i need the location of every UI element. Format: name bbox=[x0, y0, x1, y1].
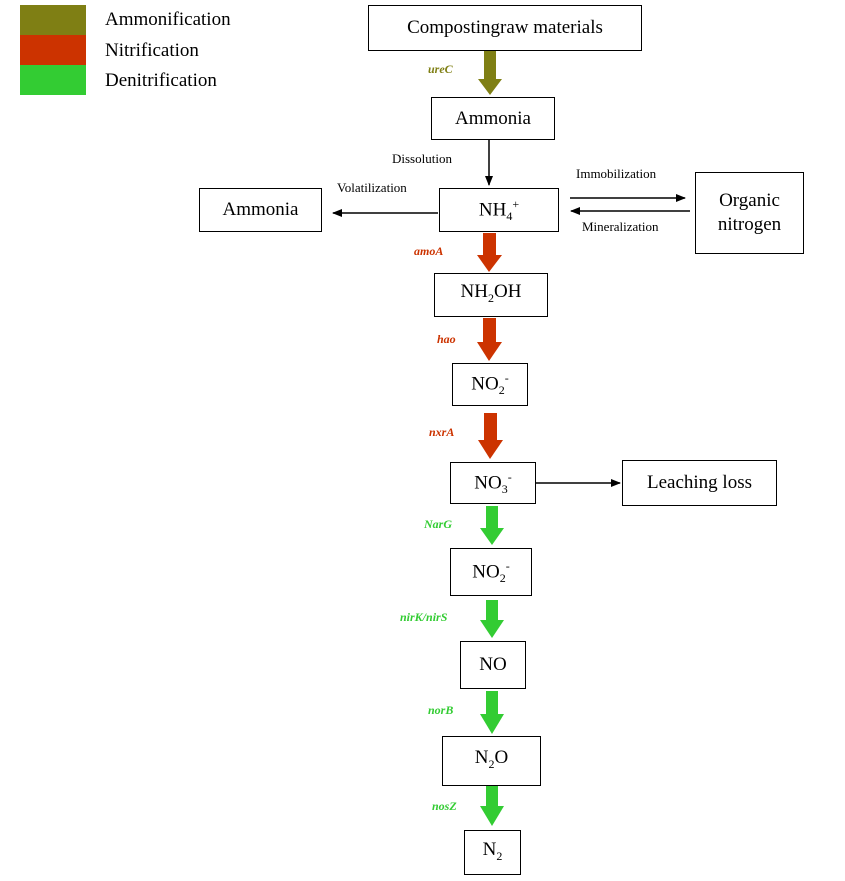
legend-swatch-ammonification bbox=[20, 5, 86, 35]
node-ammonia-left-label: Ammonia bbox=[222, 199, 299, 220]
gene-label-narg: NarG bbox=[424, 517, 453, 531]
legend-label-nitrification: Nitrification bbox=[105, 40, 199, 61]
node-nitrate: NO3- bbox=[450, 462, 536, 504]
gene-label-norb: norB bbox=[428, 703, 454, 717]
node-ammonium: NH4+ bbox=[439, 188, 559, 232]
node-nitrous-oxide-label: N2O bbox=[474, 747, 509, 771]
arrow-urec bbox=[478, 51, 502, 95]
process-label-immobilization: Immobilization bbox=[576, 166, 657, 181]
gene-label-urec: ureC bbox=[428, 62, 453, 76]
node-nitric-oxide-label: NO bbox=[479, 654, 507, 675]
process-label-dissolution: Dissolution bbox=[392, 151, 452, 166]
node-nitrous-oxide: N2O bbox=[442, 736, 541, 786]
node-organic-nitrogen-line1: Organic bbox=[719, 190, 780, 211]
process-label-volatilization: Volatilization bbox=[337, 180, 407, 195]
gene-label-nirk-nirs: nirK/nirS bbox=[400, 610, 448, 624]
arrow-narg bbox=[480, 506, 504, 545]
node-nitrite-2-label: NO2- bbox=[472, 558, 510, 586]
node-ammonia-top: Ammonia bbox=[431, 97, 555, 140]
node-leaching-loss: Leaching loss bbox=[622, 460, 777, 506]
node-ammonium-label: NH4+ bbox=[478, 196, 520, 224]
arrow-hao bbox=[477, 318, 502, 361]
node-organic-nitrogen-line2: nitrogen bbox=[717, 214, 782, 235]
legend-label-ammonification: Ammonification bbox=[105, 9, 231, 30]
node-ammonia-top-label: Ammonia bbox=[455, 107, 531, 129]
node-leaching-loss-label: Leaching loss bbox=[646, 472, 752, 493]
node-dinitrogen-label: N2 bbox=[482, 838, 503, 863]
node-nitric-oxide: NO bbox=[460, 641, 526, 689]
gene-label-nosz: nosZ bbox=[432, 799, 457, 813]
gene-label-amoa: amoA bbox=[414, 244, 444, 258]
node-hydroxylamine: NH2OH bbox=[434, 273, 548, 317]
process-label-mineralization: Mineralization bbox=[582, 219, 659, 234]
node-ammonia-left: Ammonia bbox=[199, 188, 322, 232]
legend-swatch-denitrification bbox=[20, 65, 86, 95]
gene-label-hao: hao bbox=[437, 332, 456, 346]
legend-label-denitrification: Denitrification bbox=[105, 70, 217, 91]
node-nitrite-1: NO2- bbox=[452, 363, 528, 406]
node-nitrite-1-label: NO2- bbox=[471, 371, 509, 398]
node-nitrite-2: NO2- bbox=[450, 548, 532, 596]
arrow-nxra bbox=[478, 413, 503, 459]
node-composting-raw-materials: Compostingraw materials bbox=[368, 5, 642, 51]
node-hydroxylamine-label: NH2OH bbox=[460, 281, 522, 305]
node-dinitrogen: N2 bbox=[464, 830, 521, 875]
arrow-nosz bbox=[480, 786, 504, 826]
node-nitrate-label: NO3- bbox=[474, 469, 512, 497]
node-composting-raw-materials-label: Compostingraw materials bbox=[407, 17, 603, 38]
node-organic-nitrogen: Organic nitrogen bbox=[695, 172, 804, 254]
arrow-norb bbox=[480, 691, 504, 734]
gene-label-nxra: nxrA bbox=[429, 425, 455, 439]
legend-swatch-nitrification bbox=[20, 35, 86, 65]
arrow-nirk-nirs bbox=[480, 600, 504, 638]
arrow-amoa bbox=[477, 233, 502, 272]
